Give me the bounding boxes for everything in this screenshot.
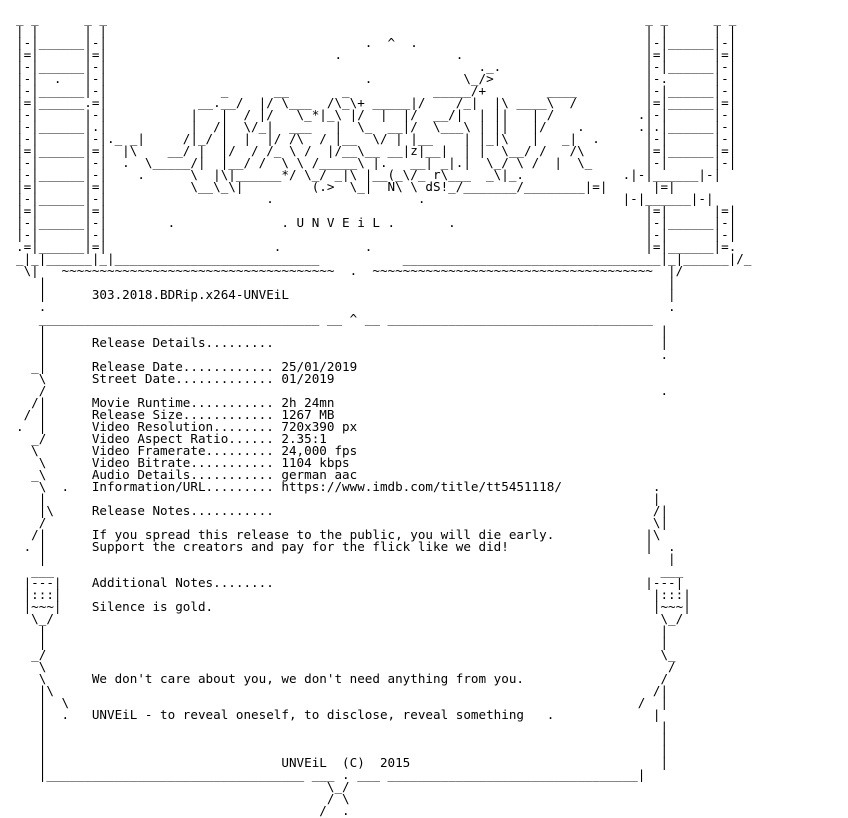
release-notes-line: . | Support the creators and pay for the… <box>16 539 676 554</box>
nfo-line: |-|______|-| . . |-|______|-| <box>16 191 714 206</box>
nfo-line: / . <box>16 803 350 818</box>
nfo-line: | | <box>16 491 661 506</box>
nfo-line: |-|______|.| | /| \/_| ___ | \_ __|/ \__… <box>16 119 737 134</box>
nfo-line: |-| |-| |-| |-| <box>16 227 737 242</box>
release-size-line: / | Release Size............ 1267 MB <box>16 407 335 422</box>
nfo-line: |-| |-| . \_____/| |__/ / \ \ /_____\ |.… <box>16 155 737 170</box>
nfo-line: |-|______|-| . ^ . |-|______|-| <box>16 35 737 50</box>
nfo-line: |-| |-| | | / |/ \_*|_\ |/ | |/ __/| | |… <box>16 107 737 122</box>
release-details-heading: | Release Details......... | <box>16 335 669 350</box>
nfo-line: |-|______|-| ._. |-|______|-| <box>16 59 737 74</box>
nfo-line: \ / <box>16 659 676 674</box>
nfo-line: |\ /| <box>16 683 669 698</box>
nfo-line: / \| <box>16 515 669 530</box>
nfo-line: | . <box>16 347 669 362</box>
nfo-line: .=|______|=| . . |=|______|=. <box>16 239 737 254</box>
release-notes-line: /| If you spread this release to the pub… <box>16 527 661 542</box>
street-date-line: \ Street Date............. 01/2019 <box>16 371 335 386</box>
nfo-line: |=| |=| \__\_\| (.> \_| N\ \ dS!_/______… <box>16 179 676 194</box>
video-aspect-ratio-line: _/ Video Aspect Ratio...... 2.35:1 <box>16 431 327 446</box>
nfo-line: | | <box>16 551 676 566</box>
nfo-line: |=|______|=| |\ __/ | |/ / /_ \ / |/__\_… <box>16 143 737 158</box>
group-definition-line: | . UNVEiL - to reveal oneself, to discl… <box>16 707 661 722</box>
video-framerate-line: \ Video Framerate......... 24,000 fps <box>16 443 358 458</box>
nfo-line: \| ~~~~~~~~~~~~~~~~~~~~~~~~~~~~~~~~~~~~ … <box>16 263 684 278</box>
nfo-line: _|_|______|_|___________________________… <box>16 251 752 266</box>
nfo-line: _ _ _ _ _ _ _ _ <box>16 11 737 26</box>
nfo-line: |-|______|-| . \ |\|______*/ \_/ _|\ |__… <box>16 167 722 182</box>
nfo-line: | | <box>16 623 669 638</box>
information-url-line: \ . Information/URL......... https://www… <box>16 479 661 494</box>
group-name-line: |-|______|-| . . U N V E i L . . |-|____… <box>16 215 737 230</box>
copyright-line: | UNVEiL (C) 2015 | <box>16 755 669 770</box>
release-title: | 303.2018.BDRip.x264-UNVEiL | <box>16 287 676 302</box>
video-bitrate-line: \ Video Bitrate........... 1104 kbps <box>16 455 350 470</box>
nfo-line: |-| |-|._ _| /|_/ | | |/ /\ / |__ \/ | |… <box>16 131 737 146</box>
nfo-line: | \ / | <box>16 695 669 710</box>
nfo-line: \_/ <box>16 779 350 794</box>
nfo-line: / . <box>16 383 669 398</box>
section-divider: _____________________________________ __… <box>16 311 653 326</box>
nfo-line: | | <box>16 323 669 338</box>
release-date-line: _| Release Date............ 25/01/2019 <box>16 359 358 374</box>
nfo-line: | | <box>16 719 669 734</box>
nfo-line: | | <box>16 731 669 746</box>
movie-runtime-line: /| Movie Runtime........... 2h 24mn <box>16 395 335 410</box>
nfo-line: | | <box>16 743 669 758</box>
nfo-line: \_/ \_/ <box>16 611 684 626</box>
closing-statement-line: \ We don't care about you, we don't need… <box>16 671 669 686</box>
nfo-line: _/ \_ <box>16 647 676 662</box>
nfo-line: | | | | | | | | <box>16 23 737 38</box>
nfo-ascii-art: _ _ _ _ _ _ _ _| | | | | | | ||-|______| <box>16 11 752 818</box>
release-notes-heading: |\ Release Notes........... /| <box>16 503 669 518</box>
nfo-line: | | <box>16 635 669 650</box>
nfo-line: |__________________________________ ___ … <box>16 767 646 782</box>
nfo-line: |-| . |-| . \_/> |-. |-| <box>16 71 737 86</box>
nfo-line: |=| |=| |=| |=| <box>16 203 737 218</box>
video-resolution-line: . | Video Resolution........ 720x390 px <box>16 419 358 434</box>
nfo-line: . . <box>16 299 676 314</box>
nfo-line: |=| |=| . . |=| |=| <box>16 47 737 62</box>
nfo-line: |:::| |:::| <box>16 587 691 602</box>
audio-details-line: _\ Audio Details........... german aac <box>16 467 358 482</box>
nfo-line: | | <box>16 275 676 290</box>
nfo-line: / \ <box>16 791 350 806</box>
nfo-line: ___ ___ <box>16 563 684 578</box>
additional-notes-heading: |---| Additional Notes........ |---| <box>16 575 684 590</box>
nfo-line: |-|______|-| _ __ _ _____/+ ____ |-|____… <box>16 83 737 98</box>
nfo-line: |=|______.=| __.__/ |/ \___ /\_\+ _____|… <box>16 95 737 110</box>
additional-notes-line: |~~~| Silence is gold. |~~~| <box>16 599 691 614</box>
